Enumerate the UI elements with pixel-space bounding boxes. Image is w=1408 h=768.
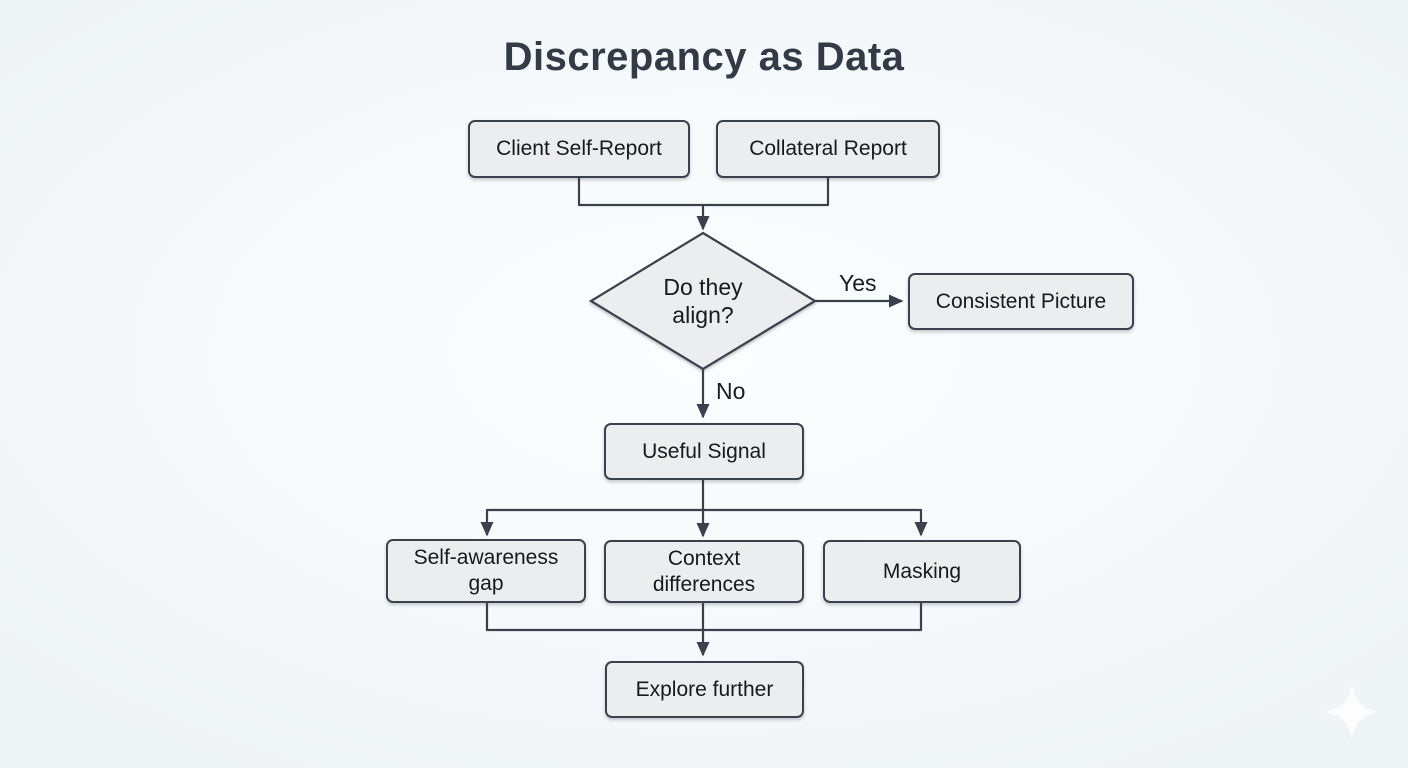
decision-label-line1: Do they <box>663 274 743 300</box>
edge-gap-converge <box>485 603 703 632</box>
node-collateral-report: Collateral Report <box>716 120 940 178</box>
node-consistent-picture: Consistent Picture <box>908 273 1134 330</box>
decision-diamond <box>588 231 818 371</box>
edge-useful-to-gap <box>480 508 703 537</box>
decision-label-line2: align? <box>672 302 734 328</box>
edge-label-no: No <box>716 378 746 404</box>
node-explore-further: Explore further <box>605 661 804 718</box>
node-label: Masking <box>882 559 962 583</box>
page-title: Discrepancy as Data <box>503 35 905 79</box>
edge-masking-converge <box>703 603 923 632</box>
edge-useful-to-masking <box>703 508 928 537</box>
node-label: Explore further <box>635 677 774 701</box>
node-masking: Masking <box>823 540 1021 603</box>
sparkle-icon <box>1324 684 1380 740</box>
node-client-self-report: Client Self-Report <box>468 120 690 178</box>
node-label-line2: gap <box>468 572 504 595</box>
node-label: Collateral Report <box>749 137 907 160</box>
node-context-differences: Context differences <box>604 540 804 603</box>
node-label-line2: differences <box>652 572 756 596</box>
node-label-line1: Self-awareness <box>413 546 559 569</box>
node-self-awareness-gap: Self-awareness gap <box>386 539 586 603</box>
edge-reports-join <box>577 178 830 207</box>
node-label: Client Self-Report <box>496 137 662 160</box>
node-label: Consistent Picture <box>935 289 1107 313</box>
edge-label-yes: Yes <box>839 270 877 296</box>
decision-label: Do they align? <box>623 273 783 329</box>
node-label: Useful Signal <box>642 439 766 463</box>
node-label-line1: Context <box>667 546 741 570</box>
node-useful-signal: Useful Signal <box>604 423 804 480</box>
